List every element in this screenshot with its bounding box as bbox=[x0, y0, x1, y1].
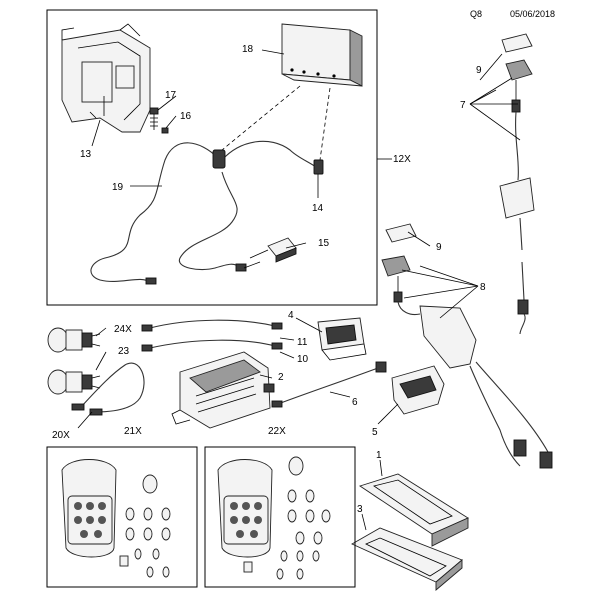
callout-22x: 22X bbox=[268, 426, 286, 437]
callout-4: 4 bbox=[288, 310, 294, 321]
cable-part-20x bbox=[71, 362, 145, 416]
callout-7: 7 bbox=[460, 100, 466, 111]
diagram-code: Q8 bbox=[470, 9, 482, 19]
tray-part-1 bbox=[358, 473, 469, 547]
callout-17: 17 bbox=[165, 90, 177, 101]
callout-3: 3 bbox=[357, 504, 363, 515]
ballast-unit-part-2 bbox=[171, 351, 275, 429]
spare-bulb-case-21x bbox=[61, 459, 171, 578]
callout-5: 5 bbox=[372, 427, 378, 438]
screw-part-16-17 bbox=[149, 107, 169, 134]
headlamp-bulb-part-23 bbox=[47, 369, 101, 395]
callout-20x: 20X bbox=[52, 430, 70, 441]
callout-1: 1 bbox=[376, 450, 382, 461]
leader-lines bbox=[77, 49, 521, 531]
dash-module-to-harness bbox=[221, 85, 301, 151]
callout-14: 14 bbox=[312, 203, 324, 214]
callout-12x: 12X bbox=[393, 154, 411, 165]
callout-18: 18 bbox=[242, 44, 254, 55]
callout-15: 15 bbox=[318, 238, 330, 249]
headlamp-bulb-part-24x bbox=[47, 327, 101, 353]
callout-24x: 24X bbox=[114, 324, 132, 335]
tray-part-3 bbox=[351, 527, 463, 591]
callout-11: 11 bbox=[297, 337, 308, 348]
wiring-harness-part-19 bbox=[90, 140, 324, 285]
kit-21x-box bbox=[46, 446, 198, 588]
callout-6: 6 bbox=[352, 397, 358, 408]
spare-bulb-case-22x bbox=[217, 456, 331, 580]
bezel-part-4 bbox=[317, 317, 367, 361]
kit-12x-box bbox=[46, 9, 378, 306]
callout-21x: 21X bbox=[124, 426, 142, 437]
cable-parts-10-11 bbox=[141, 319, 283, 352]
dash-module-to-connector bbox=[319, 87, 331, 161]
sensor-harness-parts-7-9 bbox=[499, 33, 535, 335]
bracket-part-13 bbox=[61, 23, 151, 133]
callout-9-middle: 9 bbox=[436, 242, 442, 253]
callout-16: 16 bbox=[180, 111, 192, 122]
callout-2: 2 bbox=[278, 372, 284, 383]
cover-part-5 bbox=[391, 365, 445, 415]
sensor-harness-parts-8-9 bbox=[381, 223, 553, 469]
callout-8: 8 bbox=[480, 282, 486, 293]
control-module-part-18 bbox=[281, 23, 363, 87]
callout-9-top: 9 bbox=[476, 65, 482, 76]
cable-part-6 bbox=[271, 361, 387, 408]
callout-23: 23 bbox=[118, 346, 130, 357]
callout-10: 10 bbox=[297, 354, 309, 365]
callout-19: 19 bbox=[112, 182, 124, 193]
kit-22x-box bbox=[204, 446, 356, 588]
callout-13: 13 bbox=[80, 149, 92, 160]
diagram-date: 05/06/2018 bbox=[510, 9, 555, 19]
connector-part-15 bbox=[243, 237, 297, 269]
